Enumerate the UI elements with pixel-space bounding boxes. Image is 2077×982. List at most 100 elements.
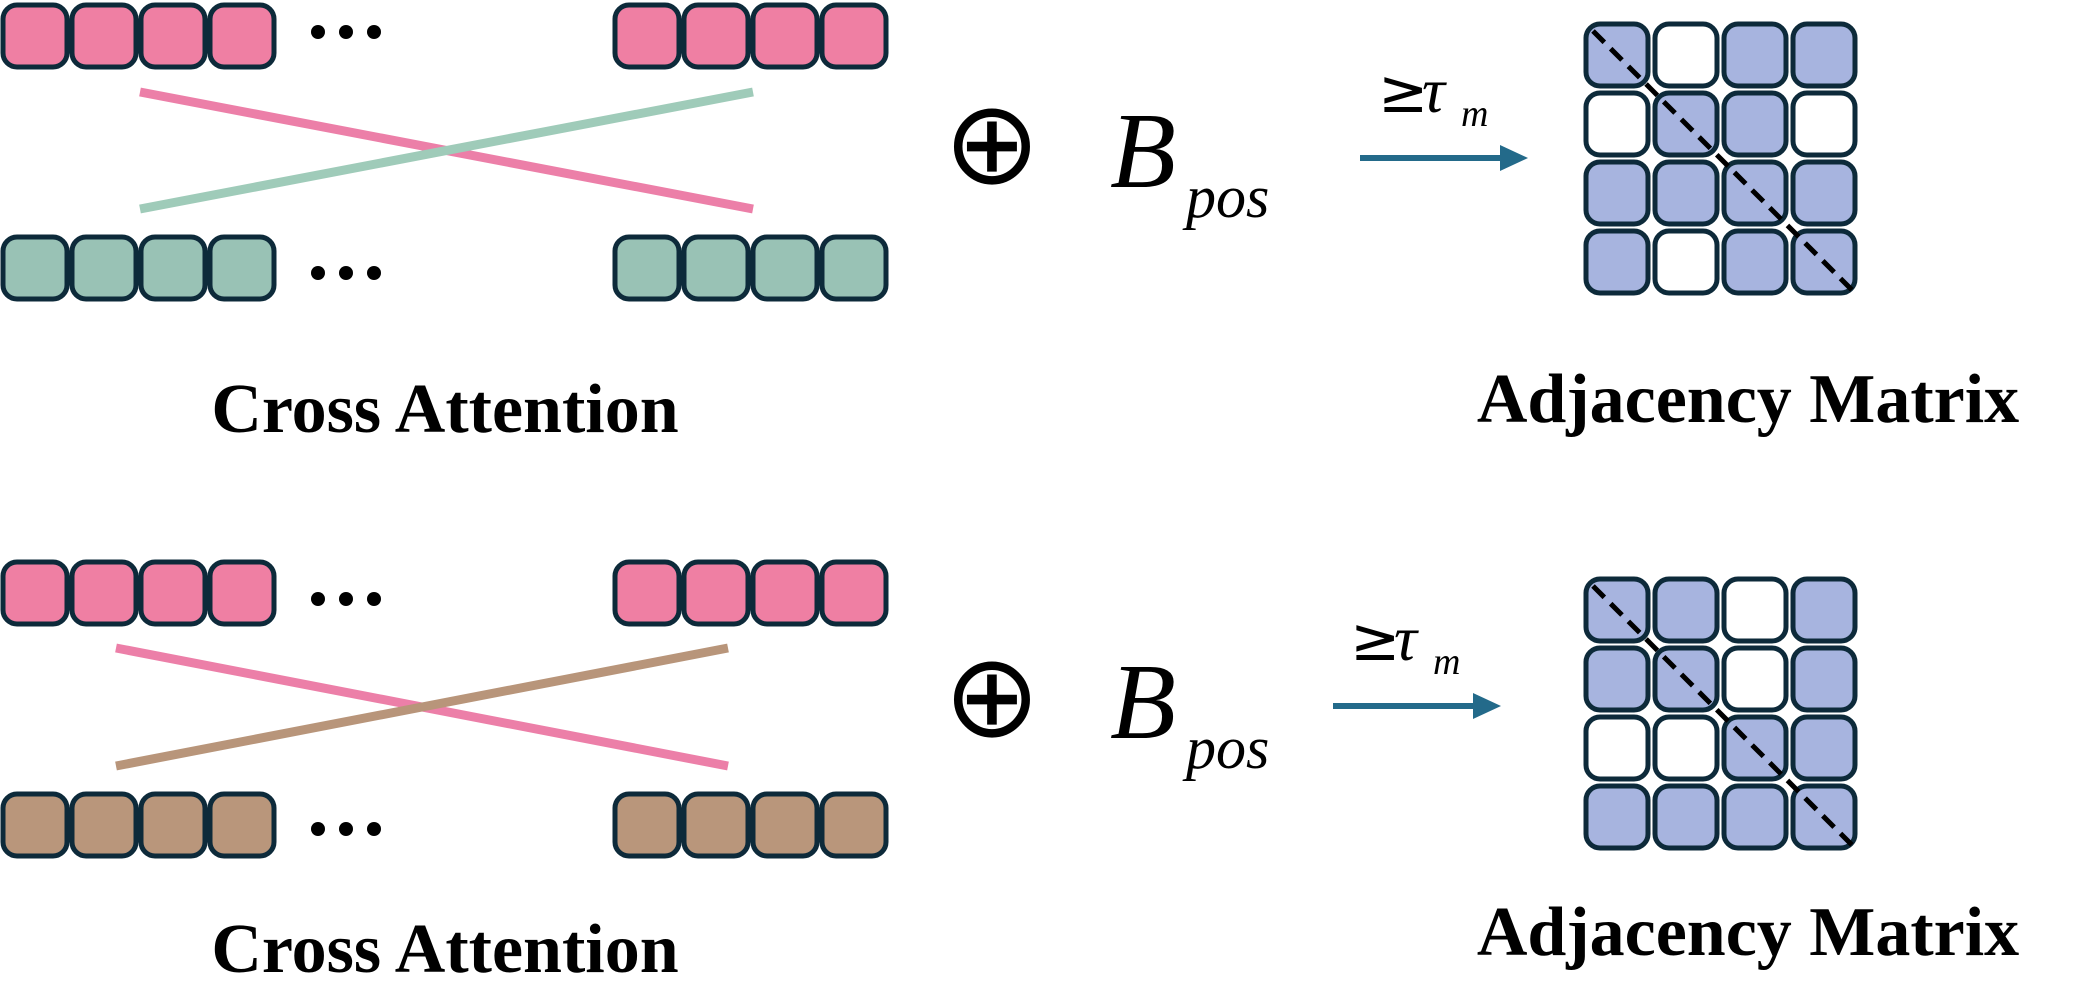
token-cell: [819, 559, 889, 627]
query-tokens-right: [612, 2, 889, 70]
matrix-cell-filled: [1583, 645, 1651, 713]
ellipsis-dot: [339, 592, 353, 606]
threshold-arrow: ≥ τ m: [1333, 603, 1501, 719]
token-cell: [0, 559, 70, 627]
attention-line-green: [139, 87, 754, 214]
matrix-cell-filled: [1790, 714, 1858, 782]
circle-plus-icon: ⊕: [943, 629, 1040, 764]
ellipsis-dot: [367, 822, 381, 836]
query-ellipsis: [311, 25, 381, 39]
arrow-head: [1500, 145, 1528, 171]
matrix-cell-empty: [1583, 714, 1651, 782]
matrix-cell-filled: [1721, 228, 1789, 296]
ellipsis-dot: [339, 266, 353, 280]
token-cell: [612, 559, 682, 627]
ellipsis-dot: [311, 266, 325, 280]
token-cell: [819, 2, 889, 70]
key-tokens-left: [0, 234, 277, 302]
key-tokens-right: [612, 234, 889, 302]
threshold-arrow: ≥ τ m: [1360, 55, 1528, 171]
token-cell: [612, 791, 682, 859]
adjacency-matrix-label: Adjacency Matrix: [1477, 894, 2019, 971]
matrix-cell-empty: [1583, 90, 1651, 158]
token-cell: [750, 559, 820, 627]
matrix-cell-filled: [1652, 159, 1720, 227]
ellipsis-dot: [311, 822, 325, 836]
matrix-cell-empty: [1652, 21, 1720, 89]
token-cell: [681, 234, 751, 302]
key-ellipsis: [311, 822, 381, 836]
token-cell: [207, 234, 277, 302]
token-cell: [207, 2, 277, 70]
token-cell: [819, 791, 889, 859]
ellipsis-dot: [367, 266, 381, 280]
top-row: Cross Attention ⊕ B pos ≥ τ m Adjacency …: [0, 2, 2019, 448]
threshold-symbol: τ: [1394, 603, 1419, 674]
token-cell: [69, 234, 139, 302]
ellipsis-dot: [311, 592, 325, 606]
matrix-cell-empty: [1652, 714, 1720, 782]
token-cell: [612, 234, 682, 302]
attention-line-brown: [115, 643, 729, 771]
bias-term: B pos: [1110, 92, 1269, 230]
matrix-cell-empty: [1721, 576, 1789, 644]
adjacency-matrix: [1583, 21, 1858, 296]
matrix-cell-filled: [1583, 159, 1651, 227]
matrix-cell-empty: [1721, 645, 1789, 713]
token-cell: [0, 234, 70, 302]
token-cell: [819, 234, 889, 302]
cross-attention-block: Cross Attention: [0, 2, 889, 448]
token-cell: [138, 234, 208, 302]
circle-plus-icon: ⊕: [943, 76, 1040, 211]
threshold-relation: ≥: [1378, 57, 1428, 127]
adjacency-matrix-label: Adjacency Matrix: [1477, 361, 2019, 438]
token-cell: [681, 791, 751, 859]
matrix-cell-filled: [1652, 783, 1720, 851]
token-cell: [138, 559, 208, 627]
matrix-cell-filled: [1790, 159, 1858, 227]
matrix-cell-filled: [1790, 576, 1858, 644]
matrix-cell-filled: [1652, 576, 1720, 644]
threshold-relation: ≥: [1350, 605, 1400, 675]
token-cell: [207, 559, 277, 627]
matrix-cell-empty: [1652, 228, 1720, 296]
threshold-subscript: m: [1461, 93, 1488, 135]
token-cell: [612, 2, 682, 70]
ellipsis-dot: [339, 25, 353, 39]
query-tokens-left: [0, 559, 277, 627]
key-tokens-right: [612, 791, 889, 859]
bias-symbol: B: [1110, 92, 1176, 211]
threshold-subscript: m: [1433, 641, 1460, 683]
matrix-cell-filled: [1790, 645, 1858, 713]
matrix-cell-filled: [1721, 21, 1789, 89]
cross-attention-block: Cross Attention: [0, 559, 889, 982]
token-cell: [750, 234, 820, 302]
ellipsis-dot: [339, 822, 353, 836]
token-cell: [138, 791, 208, 859]
token-cell: [69, 559, 139, 627]
ellipsis-dot: [367, 25, 381, 39]
token-cell: [69, 2, 139, 70]
bias-subscript: pos: [1182, 164, 1269, 230]
bias-term: B pos: [1110, 643, 1269, 781]
matrix-cell-filled: [1721, 90, 1789, 158]
query-tokens-left: [0, 2, 277, 70]
cross-attention-label: Cross Attention: [211, 911, 678, 982]
token-cell: [207, 791, 277, 859]
arrow-head: [1473, 693, 1501, 719]
key-ellipsis: [311, 266, 381, 280]
matrix-diagonal: [1591, 584, 1858, 851]
token-cell: [750, 791, 820, 859]
token-cell: [0, 791, 70, 859]
matrix-cell-filled: [1721, 783, 1789, 851]
matrix-cell-filled: [1790, 21, 1858, 89]
query-ellipsis: [311, 592, 381, 606]
threshold-symbol: τ: [1422, 55, 1447, 126]
token-cell: [138, 2, 208, 70]
ellipsis-dot: [367, 592, 381, 606]
cross-attention-label: Cross Attention: [211, 371, 678, 448]
token-cell: [69, 791, 139, 859]
key-tokens-left: [0, 791, 277, 859]
token-cell: [750, 2, 820, 70]
